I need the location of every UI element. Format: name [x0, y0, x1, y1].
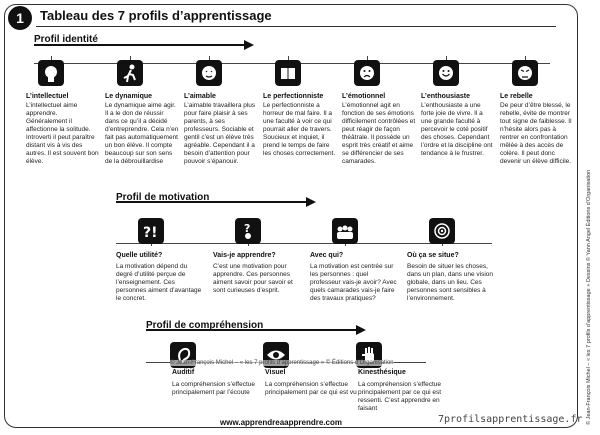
header-divider — [36, 26, 556, 27]
heart-face-icon — [196, 60, 222, 86]
location-target-icon — [429, 218, 455, 244]
running-figure-icon — [117, 60, 143, 86]
profile-description-le-rebelle: De peur d’être blessé, le rebelle, évite… — [500, 102, 572, 165]
watermark: 7profilsapprentissage.fr — [438, 414, 583, 425]
profile-name-ou-ca-se-situe: Où ça se situe? — [407, 252, 459, 259]
profile-description-l-aimable: L’aimable travaillera plus pour faire pl… — [184, 102, 256, 165]
profile-name-l-aimable: L’aimable — [184, 93, 216, 100]
group-people-icon — [332, 218, 358, 244]
overlay-credit: © Jean-François Michel – « les 7 profils… — [170, 360, 394, 366]
smiling-face-icon — [433, 60, 459, 86]
profile-description-auditif: La compréhension s’effectue principaleme… — [172, 381, 255, 396]
profile-description-visuel: La compréhension s’effectue principaleme… — [265, 381, 357, 396]
book-face-icon — [275, 60, 301, 86]
head-profile-icon — [38, 60, 64, 86]
page-title: Tableau des 7 profils d’apprentissage — [40, 8, 272, 23]
question-marks-icon: ?! — [138, 218, 164, 244]
rebel-face-icon — [512, 60, 538, 86]
profile-name-auditif: Auditif — [172, 369, 195, 376]
thinking-person-icon: ? — [235, 218, 261, 244]
profile-name-l-emotionnel: L’émotionnel — [342, 93, 386, 100]
motivation-section-title: Profil de motivation — [116, 192, 210, 203]
motivation-arrow — [116, 197, 316, 207]
profile-name-vais-je-apprendre: Vais-je apprendre? — [213, 252, 276, 259]
profile-description-quelle-utilite: La motivation dépend du degré d’utilité … — [116, 263, 202, 302]
section-number-badge: 1 — [8, 6, 32, 30]
identite-arrow — [34, 40, 254, 50]
profile-description-avec-qui: La motivation est centrée sur les person… — [310, 263, 397, 302]
profile-description-le-dynamique: Le dynamique aime agir. Il a le don de r… — [105, 102, 179, 165]
profile-name-visuel: Visuel — [265, 369, 286, 376]
comprehension-section-title: Profil de compréhension — [146, 320, 264, 331]
profile-description-l-intellectuel: L’intellectuel aime apprendre. Généralem… — [26, 102, 99, 165]
profile-name-quelle-utilite: Quelle utilité? — [116, 252, 163, 259]
comprehension-arrow — [146, 325, 366, 335]
svg-text:?: ? — [244, 222, 250, 235]
profile-description-vais-je-apprendre: C’est une motivation pour apprendre. Ces… — [213, 263, 293, 294]
profile-name-le-perfectionniste: Le perfectionniste — [263, 93, 324, 100]
side-credit: © Jean-François Michel – « les 7 profils… — [586, 169, 592, 425]
profile-description-l-enthousiaste: L’enthousiaste a une forte joie de vivre… — [421, 102, 493, 157]
profile-name-kinesthesique: Kinesthésique — [358, 369, 406, 376]
profile-name-le-rebelle: Le rebelle — [500, 93, 533, 100]
profile-name-l-enthousiaste: L’enthousiaste — [421, 93, 471, 100]
svg-text:?!: ?! — [143, 225, 158, 241]
profile-name-le-dynamique: Le dynamique — [105, 93, 153, 100]
emotional-face-icon — [354, 60, 380, 86]
identite-section-title: Profil identité — [34, 34, 98, 45]
profile-name-avec-qui: Avec qui? — [310, 252, 344, 259]
motivation-timeline — [116, 243, 492, 244]
profile-name-l-intellectuel: L’intellectuel — [26, 93, 69, 100]
profile-description-kinesthesique: La compréhension s’effectue principaleme… — [358, 381, 442, 412]
profile-description-le-perfectionniste: Le perfectionniste a horreur de mal fair… — [263, 102, 336, 157]
profile-description-ou-ca-se-situe: Besoin de situer les choses, dans un pla… — [407, 263, 494, 302]
footer-url[interactable]: www.apprendreaapprendre.com — [220, 418, 342, 427]
profile-description-l-emotionnel: L’émotionnel agit en fonction de ses émo… — [342, 102, 416, 165]
